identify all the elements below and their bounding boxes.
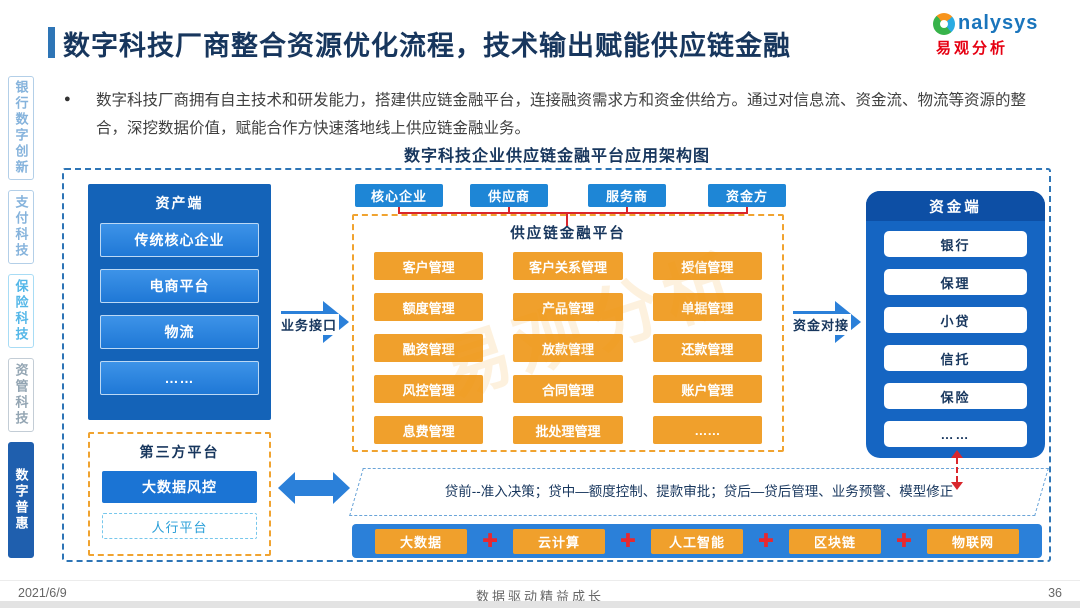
business-arrow-label: 业务接口 <box>279 314 340 335</box>
funding-side-title: 资金端 <box>866 191 1045 221</box>
footer-page-number: 36 <box>1048 586 1062 600</box>
platform-module: 风控管理 <box>374 375 484 403</box>
third-party-item-bigdata-risk: 大数据风控 <box>102 471 257 503</box>
page-title: 数字科技厂商整合资源优化流程，技术输出赋能供应链金融 <box>63 31 791 61</box>
funding-item-trust: 信托 <box>884 345 1027 371</box>
red-double-arrow-line <box>956 458 958 482</box>
third-party-panel: 第三方平台 大数据风控 人行平台 <box>88 432 271 556</box>
party-connector-drop <box>566 213 568 226</box>
funding-arrow-label: 资金对接 <box>791 314 852 335</box>
funding-item-more: …… <box>884 421 1027 447</box>
footer-slogan: 数据驱动精益成长 <box>475 589 604 604</box>
asset-item-logistics: 物流 <box>100 315 259 349</box>
platform-module: …… <box>652 416 762 444</box>
red-double-arrow-up-icon <box>951 450 963 458</box>
brand-name: nalysys <box>958 12 1039 34</box>
platform-module: 额度管理 <box>374 293 484 321</box>
tech-item-bigdata: 大数据 <box>375 528 468 554</box>
asset-item-more: …… <box>100 361 259 395</box>
bullet-icon: ● <box>64 93 71 105</box>
platform-module: 批处理管理 <box>513 416 623 444</box>
tech-bar: 大数据 ✚ 云计算 ✚ 人工智能 ✚ 区块链 ✚ 物联网 <box>352 524 1042 558</box>
platform-module: 产品管理 <box>513 293 623 321</box>
loan-process-text: 贷前--准入决策；贷中—额度控制、提款审批；贷后—贷后管理、业务预警、模型修正 <box>444 483 954 499</box>
diagram-title: 数字科技企业供应链金融平台应用架构图 <box>403 148 710 165</box>
platform-module-grid: 客户管理 客户关系管理 授信管理 额度管理 产品管理 单据管理 融资管理 放款管… <box>374 252 762 444</box>
sidebar-tab-digital-inclusive: 数字普惠 <box>8 442 34 558</box>
footer-divider <box>0 580 1080 581</box>
red-double-arrow-down-icon <box>951 482 963 490</box>
sidebar-tab-insurance: 保险科技 <box>8 274 34 348</box>
platform-module: 融资管理 <box>374 334 484 362</box>
platform-panel: 供应链金融平台 客户管理 客户关系管理 授信管理 额度管理 产品管理 单据管理 … <box>352 214 784 452</box>
platform-module: 客户关系管理 <box>513 252 623 280</box>
party-connector-tick <box>508 207 510 213</box>
platform-module: 单据管理 <box>652 293 762 321</box>
platform-module: 息费管理 <box>374 416 484 444</box>
sidebar-tab-banking-digital: 银行数字创新 <box>8 76 34 180</box>
third-party-item-pboc-platform: 人行平台 <box>102 513 257 539</box>
funding-item-microloan: 小贷 <box>884 307 1027 333</box>
funding-item-insurance: 保险 <box>884 383 1027 409</box>
platform-title: 供应链金融平台 <box>510 226 626 242</box>
plus-icon: ✚ <box>758 530 774 552</box>
asset-item-core-enterprise: 传统核心企业 <box>100 223 259 257</box>
party-funder: 资金方 <box>708 184 786 207</box>
platform-module: 客户管理 <box>374 252 484 280</box>
asset-item-ecommerce: 电商平台 <box>100 269 259 303</box>
diagram-frame <box>62 168 1051 562</box>
analysys-swirl-icon <box>933 12 955 35</box>
double-arrow-icon <box>278 472 350 504</box>
party-connector-tick <box>398 207 400 213</box>
tech-item-cloud: 云计算 <box>513 528 606 554</box>
party-connector-line <box>398 212 748 214</box>
plus-icon: ✚ <box>620 530 636 552</box>
tech-item-ai: 人工智能 <box>651 528 743 554</box>
intro-text: 数字科技厂商拥有自主技术和研发能力，搭建供应链金融平台，连接融资需求方和资金供给… <box>96 92 1027 137</box>
tech-item-blockchain: 区块链 <box>788 528 881 554</box>
party-connector-tick <box>746 207 748 213</box>
sidebar-tab-asset-mgmt: 资管科技 <box>8 358 34 432</box>
party-service-provider: 服务商 <box>588 184 666 207</box>
footer-date: 2021/6/9 <box>18 586 67 600</box>
asset-side-panel: 资产端 传统核心企业 电商平台 物流 …… <box>88 184 271 420</box>
party-core-enterprise: 核心企业 <box>355 184 443 207</box>
platform-module: 合同管理 <box>513 375 623 403</box>
funding-item-factoring: 保理 <box>884 269 1027 295</box>
footer-strip <box>0 601 1080 608</box>
brand-logo: nalysys 易观分析 <box>933 12 1063 58</box>
platform-module: 账户管理 <box>652 375 762 403</box>
loan-process-banner: 贷前--准入决策；贷中—额度控制、提款审批；贷后—贷后管理、业务预警、模型修正 <box>349 468 1049 516</box>
sidebar-tab-payment: 支付科技 <box>8 190 34 264</box>
funding-item-bank: 银行 <box>884 231 1027 257</box>
title-accent-bar <box>48 27 55 58</box>
brand-name-cn: 易观分析 <box>936 40 1009 57</box>
tech-item-iot: 物联网 <box>926 528 1019 554</box>
platform-module: 放款管理 <box>513 334 623 362</box>
plus-icon: ✚ <box>896 530 912 552</box>
platform-module: 还款管理 <box>652 334 762 362</box>
third-party-title: 第三方平台 <box>139 444 220 460</box>
funding-list: 银行 保理 小贷 信托 保险 …… <box>866 221 1045 457</box>
platform-module: 授信管理 <box>652 252 762 280</box>
funding-side-panel: 资金端 银行 保理 小贷 信托 保险 …… <box>866 191 1045 458</box>
plus-icon: ✚ <box>482 530 498 552</box>
asset-side-title: 资产端 <box>155 195 204 211</box>
party-connector-tick <box>626 207 628 213</box>
party-supplier: 供应商 <box>470 184 548 207</box>
